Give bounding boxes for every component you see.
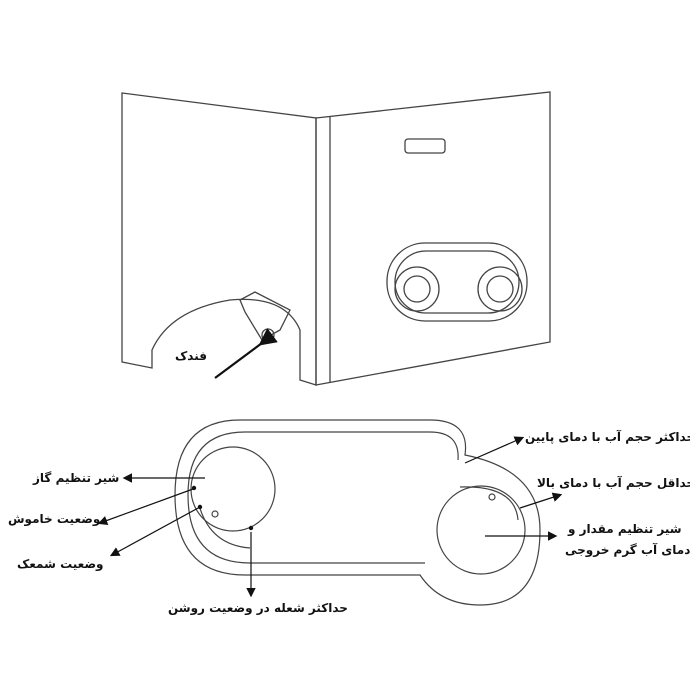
pilot-state-label: وضعیت شمعک — [17, 557, 104, 571]
gas-valve-label: شیر تنظیم گاز — [33, 471, 120, 485]
heater-front-panel — [315, 91, 551, 386]
gas-knob-detail — [190, 446, 276, 532]
off-state-label: وضعیت خاموش — [8, 512, 101, 526]
lighter-arrow — [214, 328, 278, 379]
water-knob-detail — [436, 485, 526, 575]
lighter-button — [239, 291, 291, 341]
heater-body — [121, 91, 551, 386]
max-flame-label: حداکثر شعله در وضعیت روشن — [168, 601, 348, 615]
water-valve-label-line1: شیر تنظیم مقدار و — [568, 522, 682, 536]
gas-knob — [394, 266, 440, 312]
water-knob — [477, 266, 523, 312]
callout-arrows — [97, 436, 563, 598]
brand-logo — [404, 138, 446, 154]
max-volume-low-temp-label: حداکثر حجم آب با دمای پایین — [525, 430, 690, 444]
control-panel — [386, 242, 528, 322]
min-volume-high-temp-label: حداقل حجم آب با دمای بالا — [537, 476, 690, 490]
water-valve-label-line2: دمای آب گرم خروجی — [565, 543, 690, 557]
control-panel-detail — [174, 419, 541, 606]
heater-left-panel — [121, 92, 317, 386]
lighter-label: فندک — [175, 349, 207, 363]
